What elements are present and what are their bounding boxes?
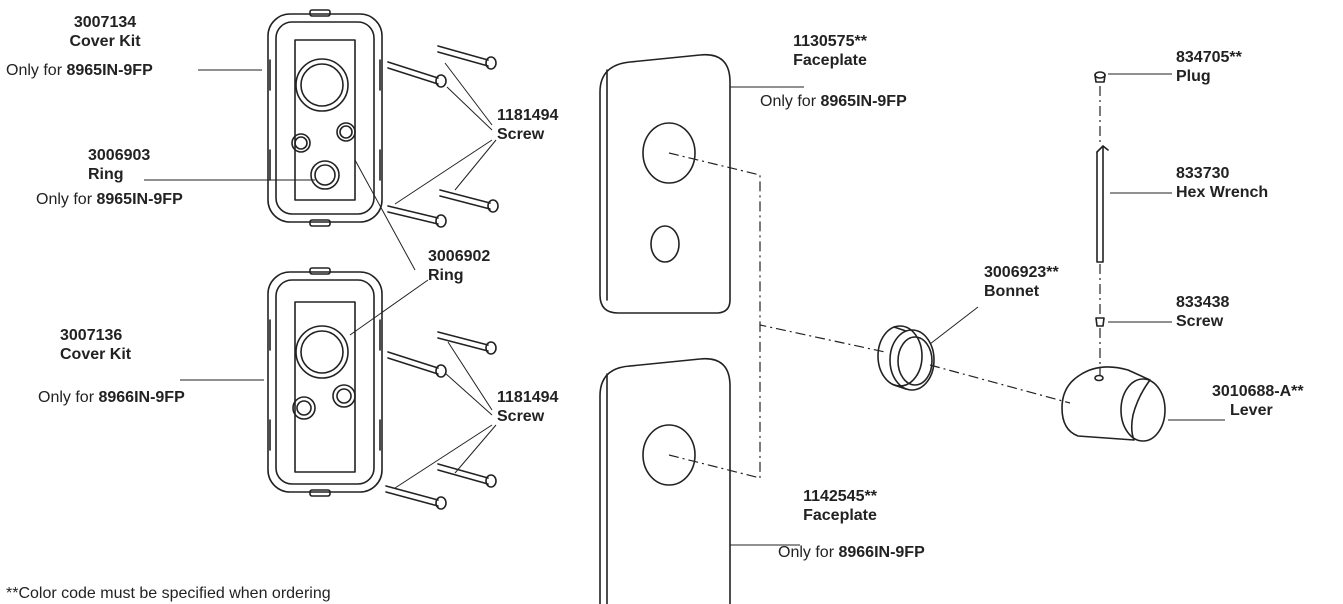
part-name: Cover Kit [69,33,141,50]
part-name: Lever [1230,402,1273,419]
cover-kit-1-drawing [267,9,383,227]
footnote: **Color code must be specified when orde… [6,585,331,602]
part-name: Cover Kit [60,346,132,363]
part-name: Screw [497,408,545,425]
part-number: 3007134 [73,14,137,31]
ring-1-note: Only for 8965IN-9FP [36,191,183,208]
part-name: Screw [497,126,545,143]
bonnet-label: 3006923** Bonnet [984,263,1059,301]
leader-lines [144,62,1225,546]
part-number: 3006902 [428,248,491,265]
plug-drawing [1094,71,1106,83]
small-screw-drawing [1095,317,1105,327]
part-number: 3006903 [88,147,151,164]
screws-set-1-drawing [387,45,499,228]
cover-kit-1-note: Only for 8965IN-9FP [6,62,153,79]
faceplate-2-label: 1142545** Faceplate [770,487,910,525]
part-number: 833730 [1176,165,1230,182]
hex-wrench-drawing [1096,145,1109,263]
screw-3-label: 833438 Screw [1176,293,1229,331]
screw-1-label: 1181494 Screw [497,106,558,144]
part-number: 1181494 [497,389,559,406]
part-name: Bonnet [984,283,1040,300]
cover-kit-1-label: 3007134 Cover Kit [50,13,160,51]
part-name: Faceplate [803,507,877,524]
hex-wrench-label: 833730 Hex Wrench [1176,164,1268,202]
faceplate-2-drawing [599,357,731,604]
faceplate-2-note: Only for 8966IN-9FP [778,544,925,561]
part-number: 3006923** [984,264,1059,281]
part-number: 1181494 [497,107,559,124]
part-name: Plug [1176,68,1211,85]
bonnet-drawing [877,325,935,391]
plug-label: 834705** Plug [1176,48,1242,86]
part-name: Ring [428,267,464,284]
faceplate-1-drawing [599,53,731,314]
part-name: Ring [88,166,124,183]
cover-kit-2-drawing [267,267,383,497]
part-number: 1142545** [803,488,877,505]
screw-2-label: 1181494 Screw [497,388,558,426]
faceplate-1-note: Only for 8965IN-9FP [760,93,907,110]
cover-kit-2-label: 3007136 Cover Kit [60,326,131,364]
faceplate-1-label: 1130575** Faceplate [760,32,900,70]
part-number: 1130575** [793,33,867,50]
part-name: Hex Wrench [1176,184,1269,201]
cover-kit-2-note: Only for 8966IN-9FP [38,389,185,406]
part-name: Faceplate [793,52,867,69]
ring-1-label: 3006903 Ring [88,146,150,184]
ring-2-label: 3006902 Ring [428,247,490,285]
part-number: 834705** [1176,49,1242,66]
screws-set-2-drawing [385,331,497,510]
assembly-centerlines [668,86,1101,479]
part-number: 3010688-A** [1212,383,1304,400]
part-name: Screw [1176,313,1224,330]
lever-label: 3010688-A** Lever [1212,382,1304,420]
part-number: 833438 [1176,294,1230,311]
lever-drawing [1061,366,1166,442]
part-number: 3007136 [60,327,123,344]
